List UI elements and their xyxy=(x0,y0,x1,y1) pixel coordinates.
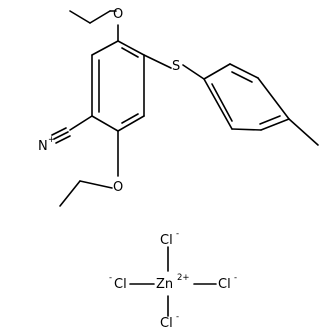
ring2-bond-5 xyxy=(231,128,262,131)
ring1-bond-4 xyxy=(91,115,119,132)
ring1-bond-3 xyxy=(117,115,145,132)
ring2-bond-1 xyxy=(203,63,231,80)
ring2-inner-2 xyxy=(259,115,281,125)
bond-ethyl-top-1 xyxy=(69,10,91,24)
atom-cl-left: Cl xyxy=(114,277,127,292)
bond-ethyl-top-2 xyxy=(89,10,111,24)
ring1-bond-6 xyxy=(91,40,119,56)
ring2-bond-4 xyxy=(260,118,290,131)
ring2-bond-6 xyxy=(203,78,233,130)
ring2-inner-3 xyxy=(211,83,233,122)
atom-o-top: O xyxy=(113,7,123,22)
atom-zn: Zn xyxy=(156,277,173,292)
n-charge: + xyxy=(48,135,55,145)
ring1-inner-1 xyxy=(121,47,139,58)
atom-o-bottom: O xyxy=(113,180,123,195)
cl-top-charge: - xyxy=(176,229,179,239)
ring1-bond-1 xyxy=(117,40,145,56)
bond-n-triple-2 xyxy=(53,131,69,140)
bond-ethyl-bottom-1 xyxy=(79,180,113,189)
bond-s-ring2 xyxy=(182,64,205,80)
cl-right-charge: - xyxy=(234,273,237,283)
atom-cl-bottom: Cl xyxy=(160,316,173,328)
atom-cl-right: Cl xyxy=(218,277,231,292)
zn-charge: 2+ xyxy=(177,273,190,283)
atom-s: S xyxy=(172,59,180,74)
bond-ethyl-bottom-2 xyxy=(59,180,81,207)
bond-n-triple-3 xyxy=(55,135,71,144)
ring1-inner-2 xyxy=(121,113,139,124)
atom-cl-top: Cl xyxy=(160,233,173,248)
bond-ring-n xyxy=(69,115,93,131)
ring2-inner-1 xyxy=(231,71,253,83)
bond-methyl xyxy=(288,118,319,146)
ring2-bond-2 xyxy=(229,63,259,79)
cl-bottom-charge: - xyxy=(176,312,179,322)
atom-n: N xyxy=(38,139,48,154)
bond-n-triple-1 xyxy=(51,127,67,136)
bond-ring-s xyxy=(143,54,172,69)
cl-left-charge: - xyxy=(109,273,112,283)
ring2-bond-3 xyxy=(257,77,290,120)
